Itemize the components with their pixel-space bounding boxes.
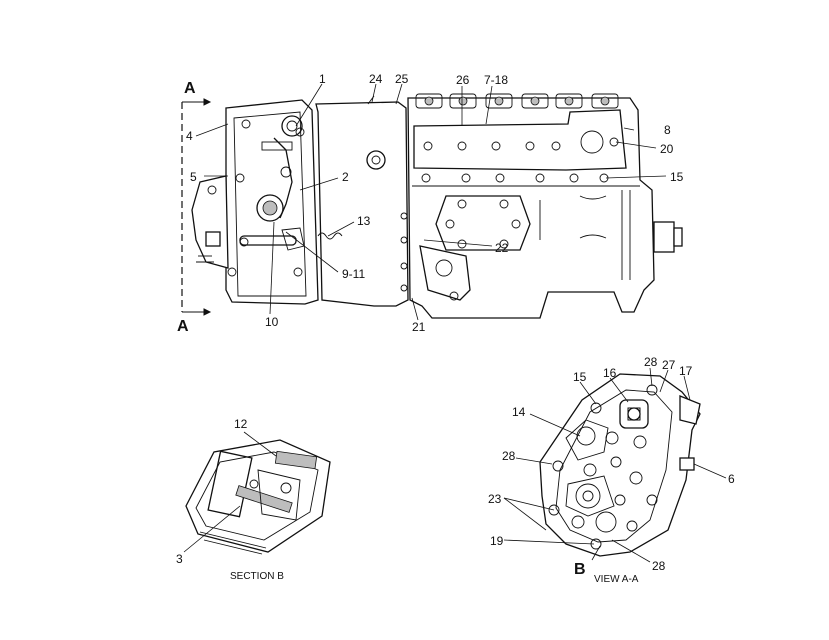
callout-22: 22 [495, 241, 509, 255]
section-b-caption: SECTION B [230, 571, 284, 582]
section-letter-b: B [574, 561, 586, 578]
callout-15-view: 15 [573, 370, 587, 384]
callout-19: 19 [490, 534, 504, 548]
callout-13: 13 [357, 214, 371, 228]
callout-27: 27 [662, 358, 676, 372]
callout-23: 23 [488, 492, 502, 506]
callout-6: 6 [728, 472, 735, 486]
callout-28-bottom: 28 [652, 559, 666, 573]
callout-5: 5 [190, 170, 197, 184]
view-aa-caption: VIEW A-A [594, 574, 639, 585]
callout-17: 17 [679, 364, 693, 378]
callout-8: 8 [664, 123, 671, 137]
section-b-labels: 12 3 SECTION B [176, 417, 284, 582]
main-view-drawing [181, 93, 683, 319]
section-b-drawing [183, 431, 331, 555]
main-view-labels: A A 1 24 25 26 7-18 4 8 20 5 2 15 13 22 … [177, 72, 684, 335]
callout-21: 21 [412, 320, 426, 334]
view-aa-labels: 28 27 15 16 17 14 28 6 23 19 28 B VIEW A… [488, 355, 735, 585]
main-view-leaders [195, 83, 667, 321]
callout-4: 4 [186, 129, 193, 143]
section-letter-a-top: A [184, 80, 196, 97]
callout-9-11: 9-11 [342, 267, 365, 281]
callout-26: 26 [456, 73, 470, 87]
callout-28-left: 28 [502, 449, 516, 463]
callout-10: 10 [265, 315, 279, 329]
callout-14: 14 [512, 405, 526, 419]
callout-12: 12 [234, 417, 248, 431]
callout-3: 3 [176, 552, 183, 566]
callout-16: 16 [603, 366, 617, 380]
callout-25: 25 [395, 72, 409, 86]
callout-24: 24 [369, 72, 383, 86]
callout-20: 20 [660, 142, 674, 156]
view-aa-drawing [503, 367, 727, 563]
callout-7-18: 7-18 [484, 73, 508, 87]
callout-15: 15 [670, 170, 684, 184]
section-letter-a-bottom: A [177, 318, 189, 335]
callout-1: 1 [319, 72, 326, 86]
callout-2: 2 [342, 170, 349, 184]
callout-28-top: 28 [644, 355, 658, 369]
